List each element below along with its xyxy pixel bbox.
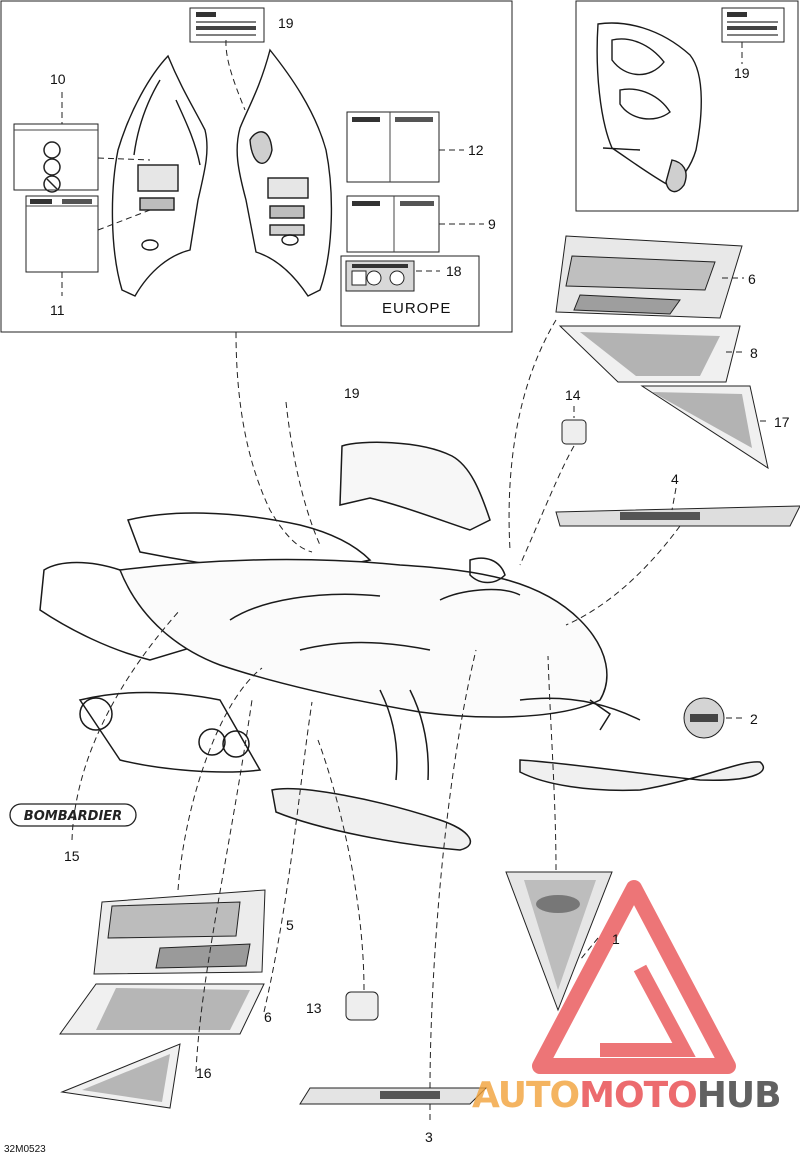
callout-6-bottom: 6 [264,1009,272,1025]
label-11 [25,195,99,273]
callout-9: 9 [488,216,496,232]
decal-17 [640,385,769,470]
callout-10: 10 [50,71,66,87]
callout-2: 2 [750,711,758,727]
callout-13: 13 [306,1000,322,1016]
label-18 [340,255,480,327]
decal-5 [93,889,266,975]
callout-11: 11 [50,302,65,318]
callout-19-mid: 19 [344,385,360,401]
side-panel-left [111,54,208,297]
callout-16: 16 [196,1065,212,1081]
hood-inner-panel [596,22,702,193]
decal-3 [299,1087,488,1105]
callout-17: 17 [774,414,790,430]
warning-label-19-top [189,7,265,43]
callout-12: 12 [468,142,484,158]
callout-19-top: 19 [278,15,294,31]
callout-18: 18 [446,263,462,279]
callout-3: 3 [425,1129,433,1145]
callout-5: 5 [286,917,294,933]
snowmobile [39,441,765,851]
decal-4 [555,505,800,527]
decal-1 [505,871,613,1012]
decal-16 [60,1043,181,1109]
watermark-part-auto: AUTO [472,1075,580,1116]
label-10 [13,123,99,193]
region-label: EUROPE [382,300,452,317]
watermark-wordmark: AUTOMOTOHUB [472,1075,782,1116]
bombardier-decal-text: BOMBARDIER [24,809,122,824]
decal-15: BOMBARDIER [9,803,137,827]
decal-8 [558,325,741,383]
label-12 [346,111,440,183]
decal-13 [345,991,379,1021]
callout-8: 8 [750,345,758,361]
decal-2 [683,697,725,739]
leader-lines [61,39,770,1120]
decal-6-bottom [59,983,265,1035]
inset-frame-left [0,0,513,333]
inset-frame-right [575,0,799,212]
callout-19-inset: 19 [734,65,750,81]
label-9 [346,195,440,253]
decal-14 [561,419,587,445]
diagram-code: 32M0523 [4,1144,46,1155]
callout-15: 15 [64,848,80,864]
callout-1: 1 [612,931,620,947]
callout-6-top: 6 [748,271,756,287]
decal-6-top [555,235,743,319]
callout-14: 14 [565,387,581,403]
watermark-part-hub: HUB [696,1075,782,1116]
warning-label-19-inset [721,7,785,43]
side-panel-right [236,48,333,297]
watermark-part-moto: MOTO [579,1075,698,1116]
callout-4: 4 [671,471,679,487]
watermark-logo [532,880,736,1074]
